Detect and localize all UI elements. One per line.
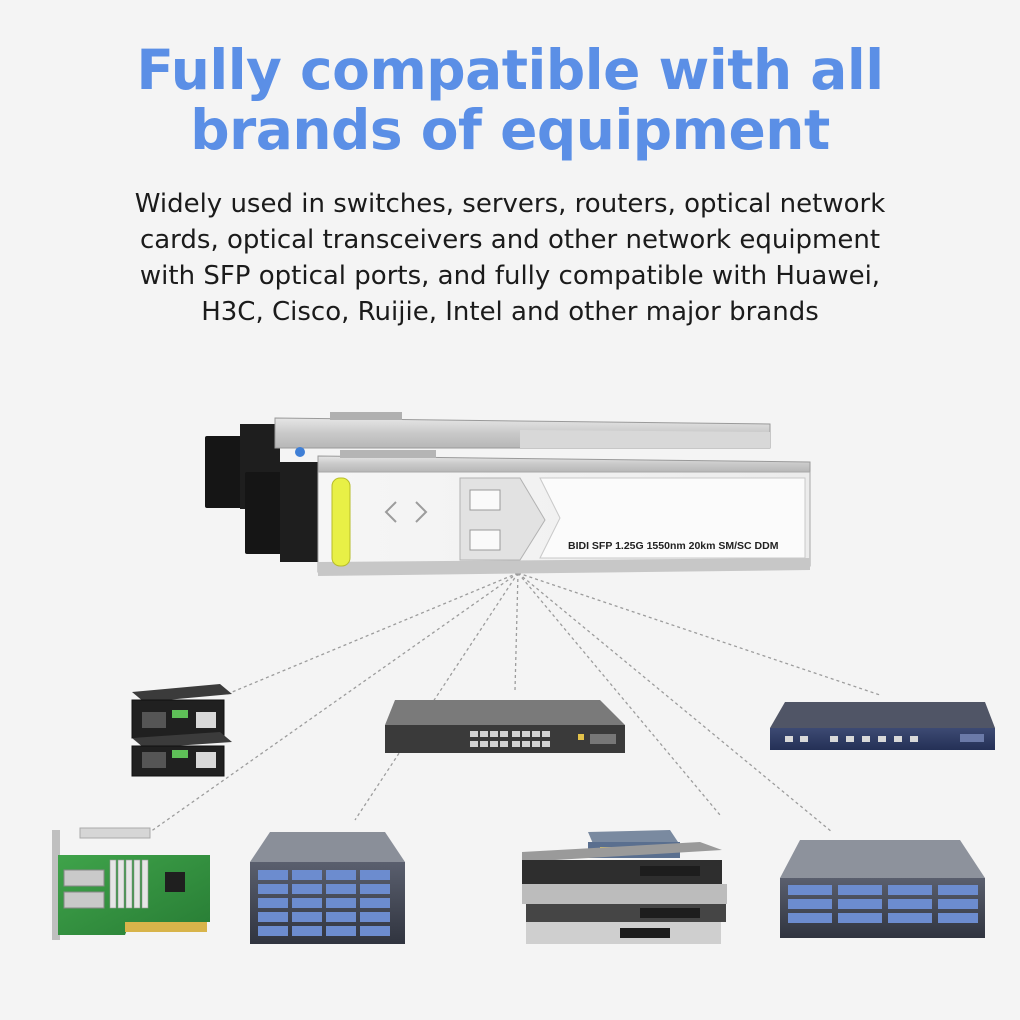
stacked-routers	[522, 830, 727, 944]
description-line-3: with SFP optical ports, and fully compat…	[139, 261, 881, 291]
description-line-2: cards, optical transceivers and other ne…	[139, 225, 881, 255]
headline: Fully compatible with all brands of equi…	[0, 40, 1020, 160]
rack-router	[770, 702, 995, 750]
storage-server	[250, 832, 405, 944]
sfp-module-front: BIDI SFP 1.25G 1550nm 20km SM/SC DDM	[245, 450, 811, 576]
connection-line	[517, 572, 721, 816]
headline-line-1: Fully compatible with all	[136, 38, 884, 102]
media-converter-pair	[131, 684, 232, 777]
description-line-1: Widely used in switches, servers, router…	[134, 189, 886, 219]
connection-line	[514, 572, 519, 691]
connection-lines	[149, 572, 881, 833]
connection-line	[224, 572, 519, 696]
connection-line	[517, 572, 833, 833]
network-switch	[385, 700, 625, 753]
headline-line-2: brands of equipment	[190, 98, 830, 162]
description: Widely used in switches, servers, router…	[70, 186, 950, 330]
connection-line	[354, 572, 519, 821]
description-line-4: H3C, Cisco, Ruijie, Intel and other majo…	[201, 297, 819, 327]
rack-storage-server	[780, 840, 985, 938]
connection-line	[517, 572, 881, 696]
module-label: BIDI SFP 1.25G 1550nm 20km SM/SC DDM	[568, 540, 779, 552]
pcie-network-card	[52, 827, 210, 940]
